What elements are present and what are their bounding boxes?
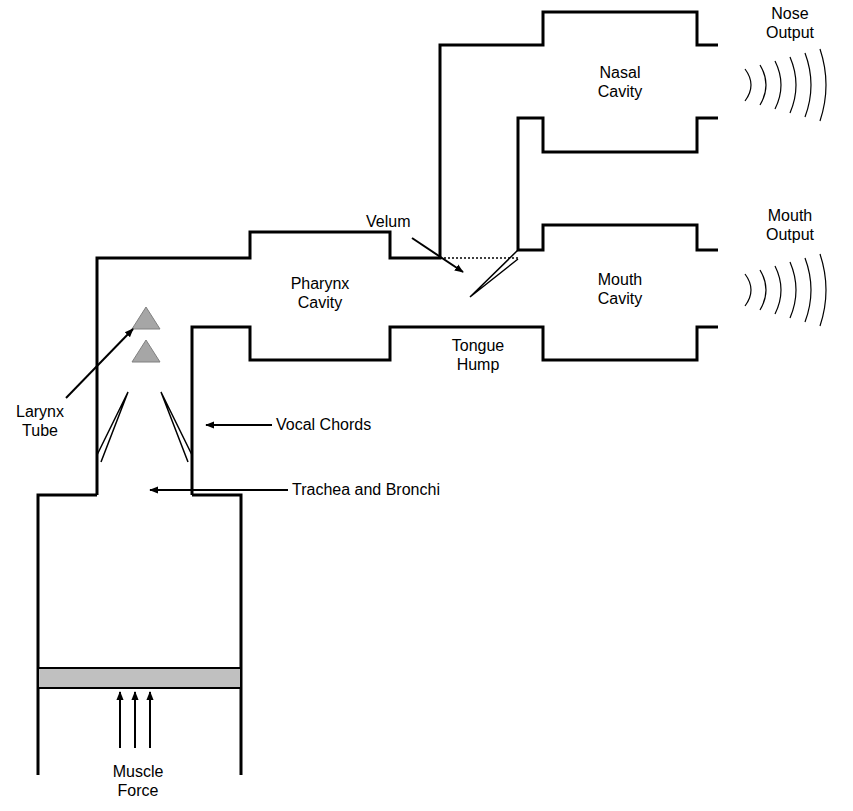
cavity: Mouth Cavity <box>545 252 695 326</box>
piston <box>38 668 241 688</box>
sound-wave <box>805 53 811 117</box>
sound-wave <box>790 57 796 113</box>
cavity-label: Nasal Cavity <box>587 63 653 101</box>
sound-wave <box>775 266 781 314</box>
part-label-holder: Trachea and Bronchi <box>292 480 440 499</box>
larynx-mark <box>132 307 160 329</box>
tract-lower-wall <box>192 327 718 495</box>
cavity-label: Mouth Cavity <box>587 270 653 308</box>
vocal-chord <box>97 392 128 462</box>
tract-outer-wall <box>97 12 718 495</box>
cavity: Pharynx Cavity <box>252 260 388 326</box>
larynx-mark <box>132 340 160 362</box>
sound-wave <box>745 274 751 306</box>
leader-arrow <box>66 329 133 398</box>
part-label-holder: Velum <box>366 212 410 231</box>
sound-wave <box>820 254 826 326</box>
force-arrow <box>134 692 136 748</box>
sound-wave <box>790 262 796 318</box>
part-label: Tongue Hump <box>440 336 516 374</box>
sound-wave <box>775 61 781 109</box>
part-label-holder: Nose Output <box>752 4 828 42</box>
sound-wave <box>760 65 766 105</box>
part-label-holder: Mouth Output <box>752 206 828 244</box>
sound-wave <box>805 258 811 322</box>
velum-opening <box>440 257 518 259</box>
force-arrow <box>149 692 151 748</box>
part-label: Velum <box>366 212 410 231</box>
part-label: Nose Output <box>752 4 828 42</box>
leader-arrow <box>206 424 272 426</box>
part-label: Mouth Output <box>752 206 828 244</box>
sound-wave <box>760 270 766 310</box>
part-label: Vocal Chords <box>276 415 371 434</box>
nose-mouth-wall <box>518 118 718 250</box>
sound-wave <box>820 49 826 121</box>
cavity-label: Pharynx Cavity <box>287 274 353 312</box>
part-label: Trachea and Bronchi <box>292 480 440 499</box>
sound-wave <box>745 69 751 101</box>
part-label: Muscle Force <box>98 762 178 800</box>
part-label-holder: Muscle Force <box>98 762 178 800</box>
leader-arrow <box>412 238 463 272</box>
leader-arrow <box>150 489 288 491</box>
part-label-holder: Tongue Hump <box>440 336 516 374</box>
lung-wall <box>192 495 241 775</box>
part-label: Larynx Tube <box>8 402 72 440</box>
vocal-chord <box>161 392 192 462</box>
lung-wall <box>38 495 97 775</box>
force-arrow <box>119 692 121 748</box>
velum-flap <box>470 250 518 297</box>
cavity: Nasal Cavity <box>543 14 697 150</box>
part-label-holder: Larynx Tube <box>8 402 72 440</box>
part-label-holder: Vocal Chords <box>276 415 371 434</box>
